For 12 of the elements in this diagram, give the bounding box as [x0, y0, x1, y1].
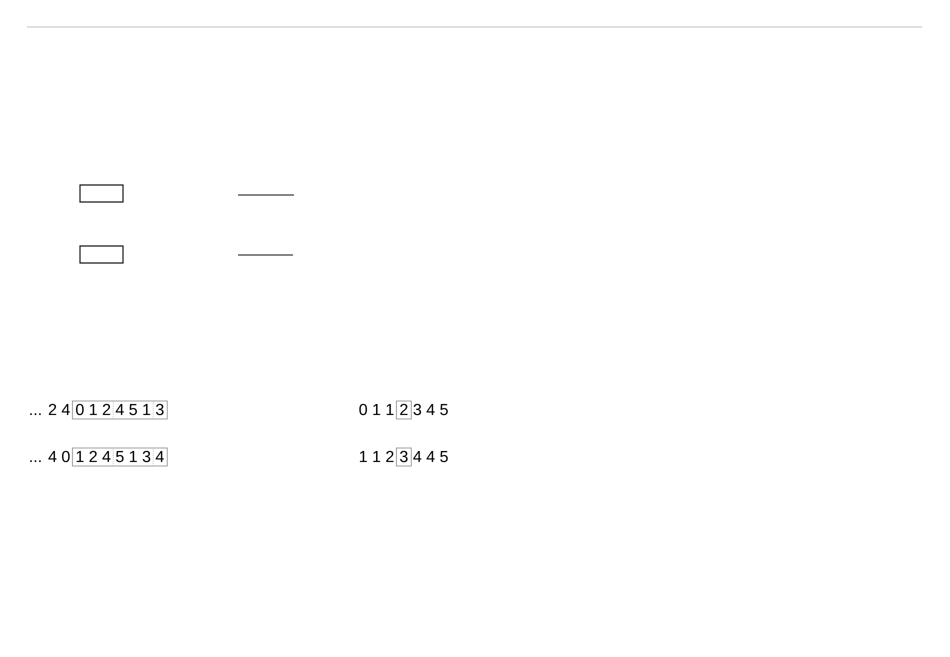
- digit-sequence: 0 1 1: [359, 404, 394, 416]
- digit-sequence: 3 4 5: [414, 404, 448, 416]
- digit-sequence: 1 1 2: [360, 450, 394, 462]
- digit-sequence: ... 2 4: [30, 404, 70, 415]
- answer-box: [79, 184, 124, 203]
- answer-box: [79, 245, 124, 264]
- window-box: 0 1 2 4 5 1 3: [72, 400, 168, 420]
- window-box: 1 2 4 5 1 3 4: [72, 448, 168, 466]
- highlight-box: 3: [396, 448, 412, 466]
- digit-sequence: 4 4 5: [413, 451, 448, 462]
- highlight-box: 2: [396, 400, 412, 420]
- digit-sequence: ... 4 0: [30, 450, 70, 462]
